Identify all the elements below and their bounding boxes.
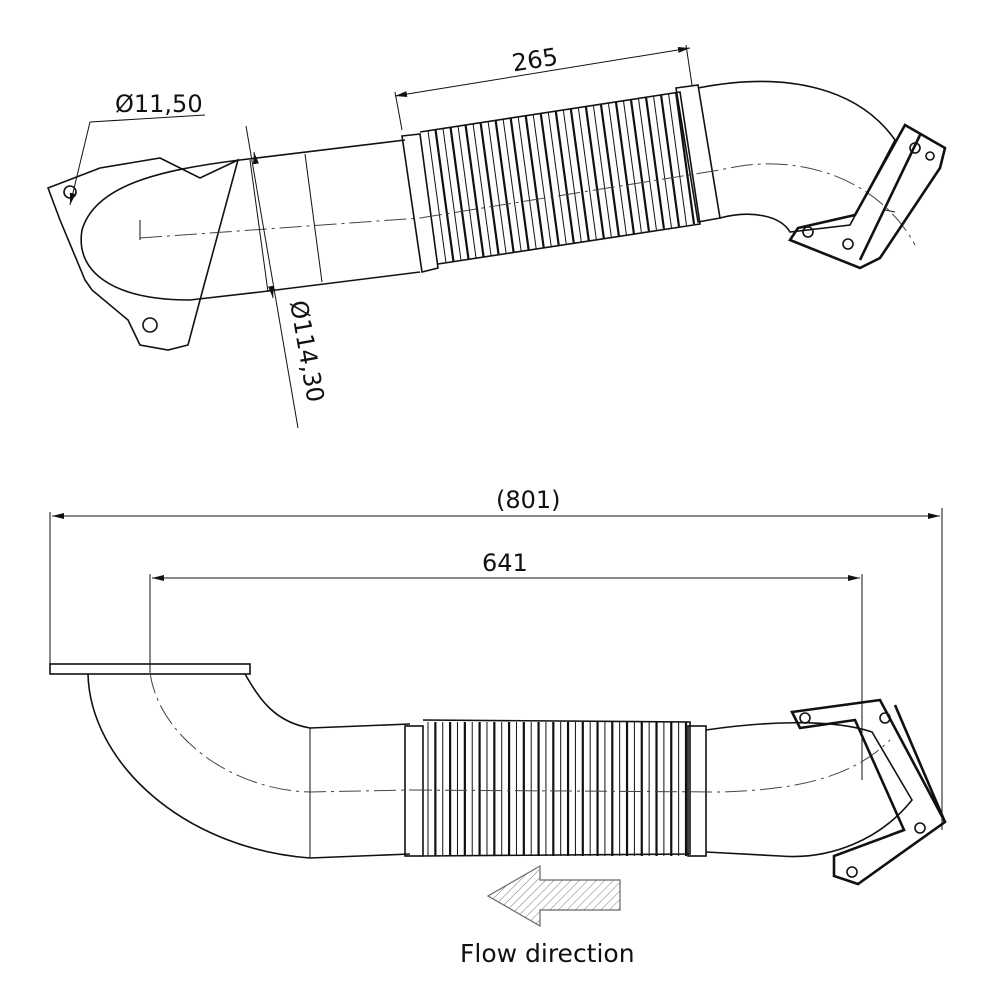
pipe-bottom-edge (259, 271, 421, 293)
bolt-hole-right-3 (842, 238, 854, 250)
bellows-rib (592, 104, 612, 238)
dim-265-text: 265 (510, 43, 560, 78)
bellows-rib (562, 109, 582, 242)
bellows-rib (667, 93, 687, 226)
centerline-top-left (139, 217, 421, 239)
dim-bolt-leader (69, 121, 91, 206)
bellows-rib (622, 100, 642, 233)
bellows-rib (464, 124, 485, 258)
bellows-rib (599, 103, 620, 236)
bellows-rib (442, 128, 462, 261)
flow-arrow (486, 864, 621, 928)
left-elbow-bottom (87, 673, 311, 859)
bellows-rib (659, 94, 681, 227)
bellows-rib (652, 95, 672, 228)
bellows-rib (539, 113, 560, 246)
centerline-bottom-right (409, 739, 891, 793)
bellows-rib (509, 117, 530, 251)
left-flange-top (46, 157, 240, 351)
bellows-rib (502, 119, 522, 252)
bellows-rib (644, 96, 666, 229)
bellows-rib (569, 108, 590, 241)
dim-801-text: (801) (496, 486, 561, 514)
pipe-top-edge (239, 139, 406, 161)
bellows-rib (532, 114, 552, 247)
bolt-hole-right-1 (909, 142, 921, 154)
bellows-rib (584, 106, 605, 239)
left-elbow (80, 159, 261, 301)
bellows-rib (577, 107, 597, 240)
centerline-top-right (419, 163, 916, 246)
dim-pipe-line (245, 125, 299, 429)
bellows-rib (427, 130, 447, 264)
bellows-rib (472, 123, 492, 256)
bolt-hole-bottom-3 (914, 822, 926, 834)
dim-265-ext-right (685, 44, 693, 86)
bellows-rib (479, 122, 500, 255)
bellows-rib (494, 120, 515, 253)
bellows-rib (637, 97, 657, 230)
bellows-bottom (404, 719, 707, 857)
right-flange-top (788, 123, 947, 270)
bellows-rib (517, 116, 537, 249)
dim-bolt-leader-h (89, 114, 206, 123)
bellows-rib (449, 127, 470, 260)
bolt-hole-right-2 (802, 226, 814, 238)
bellows-rib (607, 102, 627, 235)
right-flange-bottom (790, 698, 947, 886)
top-view: 265 Ø11,50 Ø114,30 (46, 43, 947, 429)
flow-direction-label: Flow direction (460, 939, 635, 968)
bolt-hole-bottom-4 (846, 866, 858, 878)
bellows-rib (674, 91, 696, 225)
right-elbow (697, 80, 896, 233)
bellows-rib (457, 126, 477, 259)
bolt-hole-right-4 (925, 151, 935, 161)
bellows-rib (547, 112, 567, 245)
bellows-rib (554, 110, 575, 244)
bellows-rib (524, 115, 545, 248)
bellows-rib (434, 129, 455, 262)
bolt-hole-left-bottom (142, 317, 158, 333)
dim-bolt-text: Ø11,50 (115, 90, 203, 118)
dim-265-ext-left (394, 91, 403, 131)
bolt-hole-bottom-1 (799, 712, 811, 724)
centerline-bottom-left (149, 671, 411, 793)
dim-265-line (394, 46, 691, 98)
bellows-rib (487, 121, 507, 254)
pipe-joint-line (304, 153, 323, 283)
bellows-rib (629, 98, 650, 232)
bottom-view: (801) 641 F (49, 486, 947, 968)
right-elbow-bottom (705, 721, 913, 858)
bellows-top (401, 84, 721, 273)
dim-641-text: 641 (482, 549, 528, 577)
pipe-section-line (249, 159, 269, 293)
bolt-hole-bottom-2 (879, 712, 891, 724)
bellows-rib (614, 101, 635, 234)
